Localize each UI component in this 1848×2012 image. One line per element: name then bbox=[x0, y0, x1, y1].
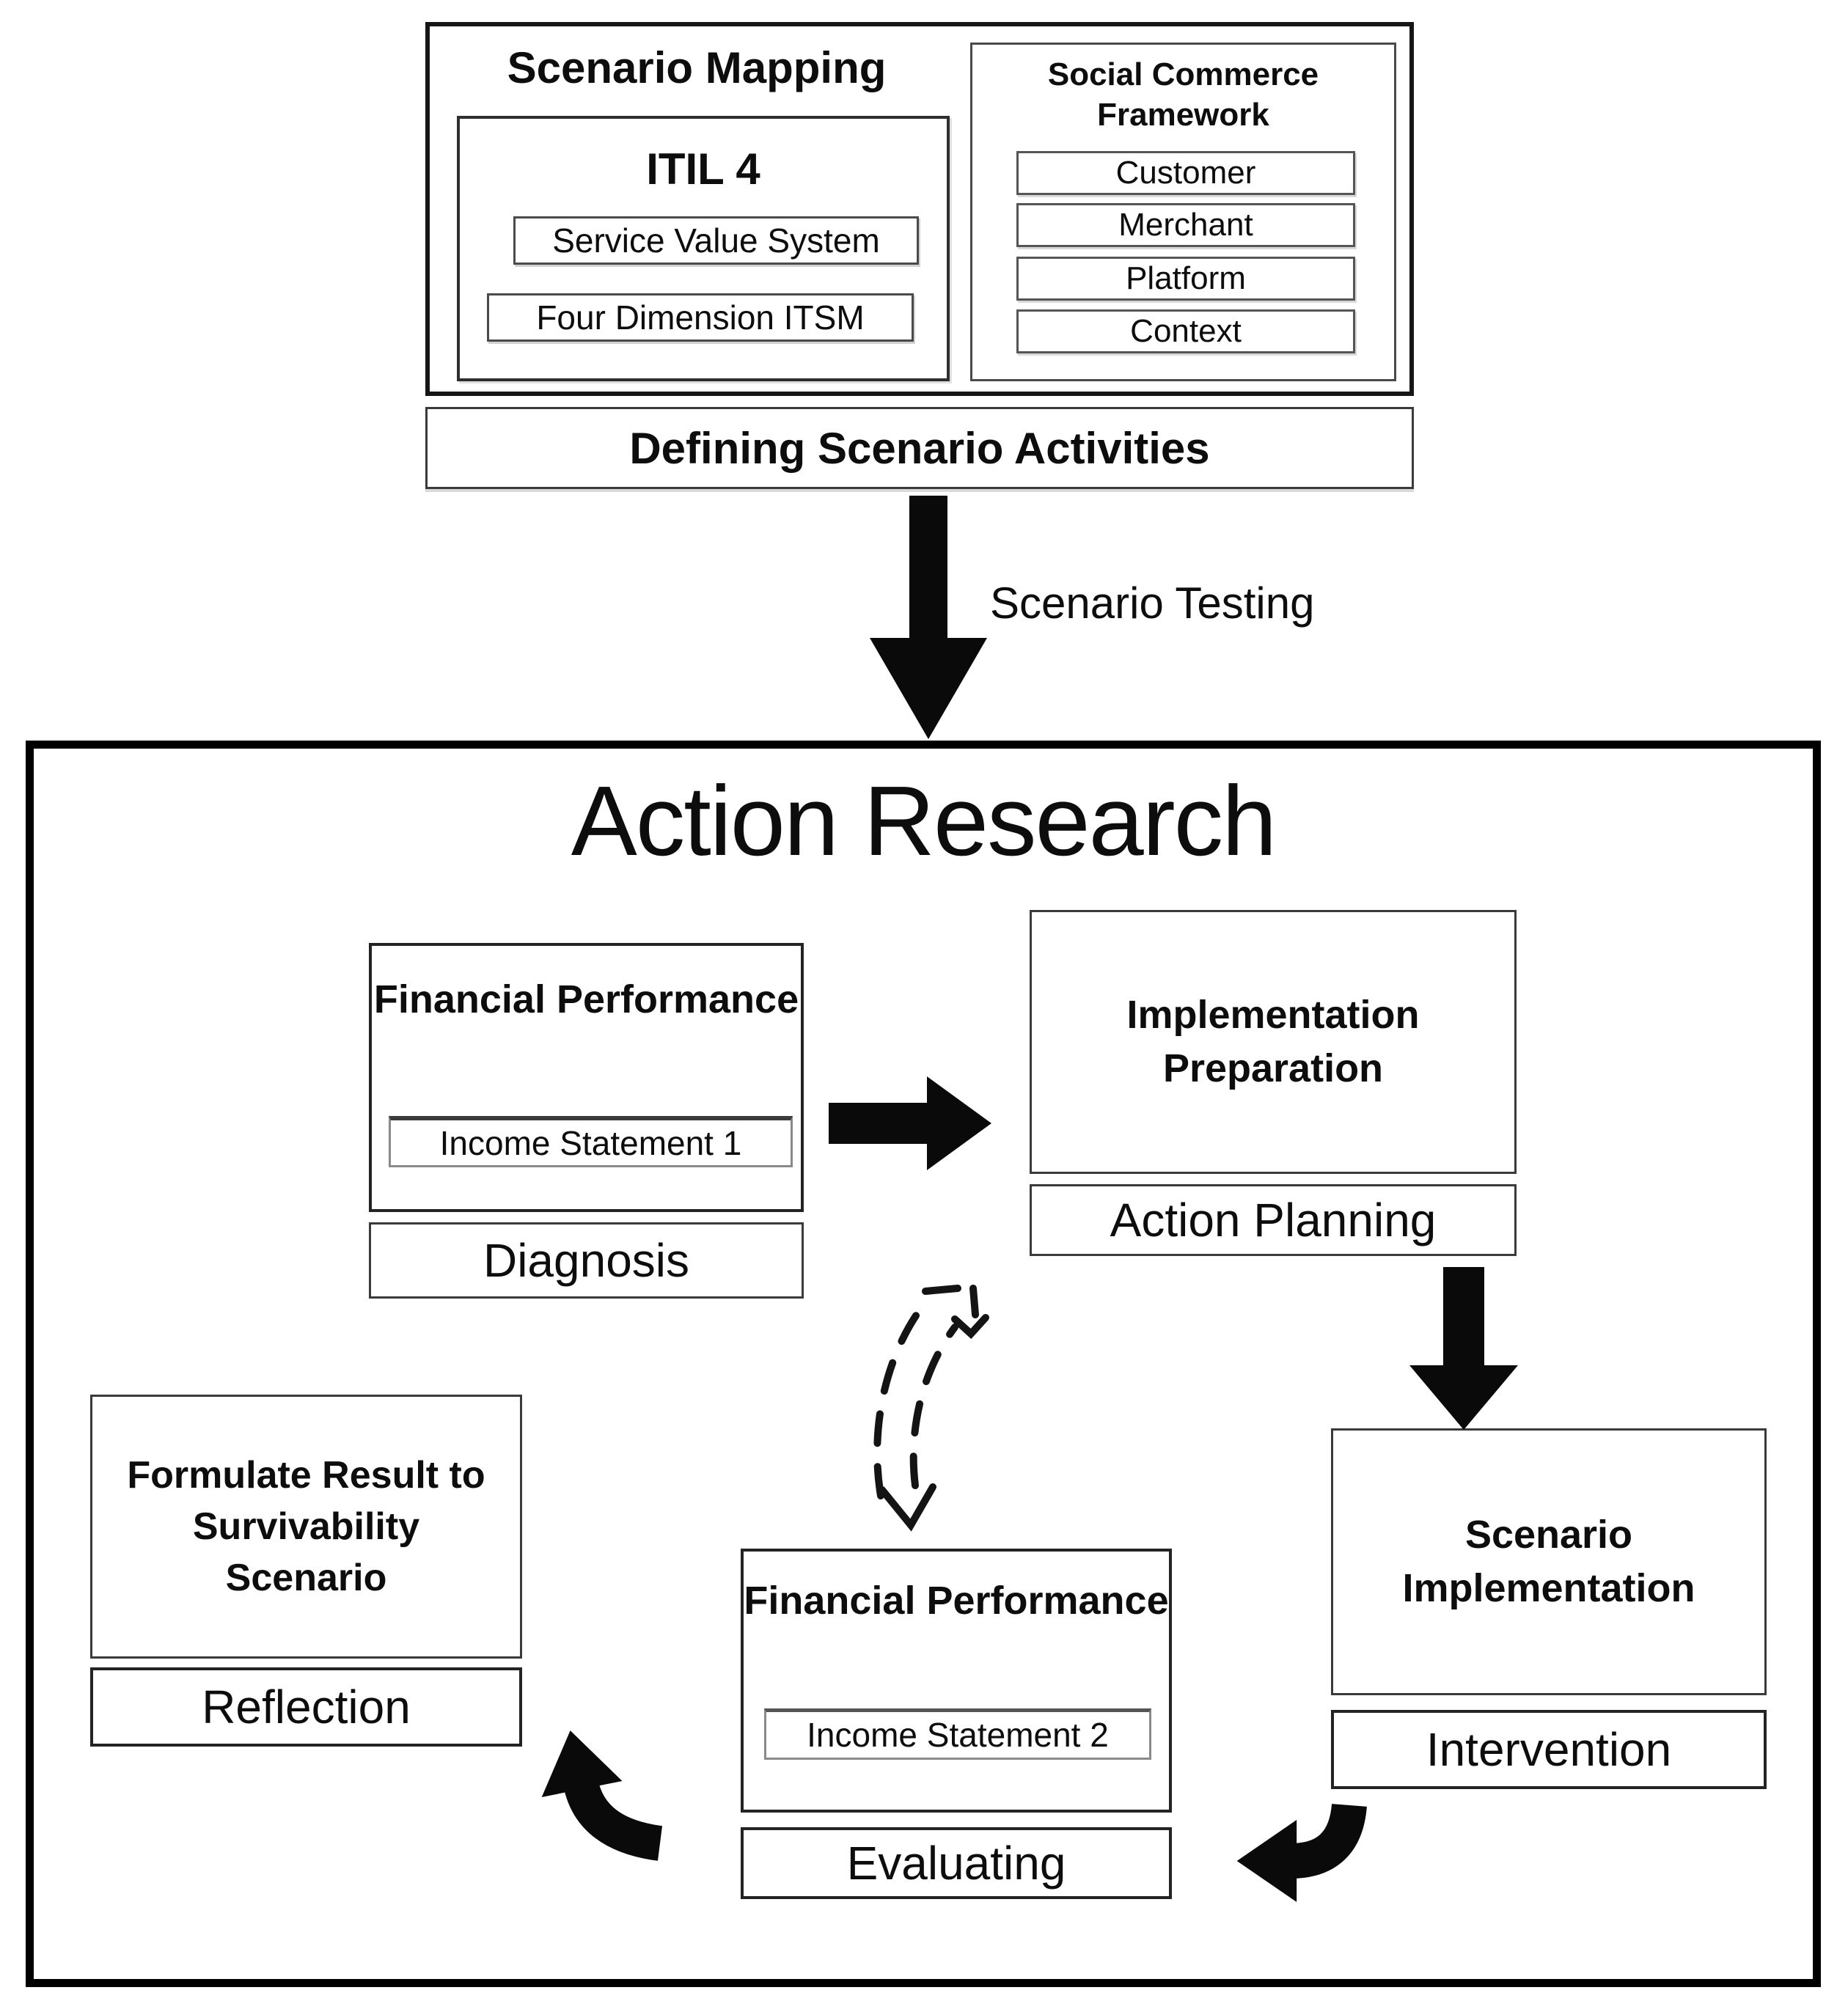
merchant-box: Merchant bbox=[1016, 203, 1355, 247]
action-planning-box: Action Planning bbox=[1030, 1184, 1517, 1256]
context-box: Context bbox=[1016, 309, 1355, 353]
platform-box: Platform bbox=[1016, 257, 1355, 301]
scenario-mapping-title: Scenario Mapping bbox=[507, 43, 887, 92]
scenario-implementation-box bbox=[1331, 1428, 1767, 1695]
diagnosis-box: Diagnosis bbox=[369, 1222, 804, 1299]
financial-performance-1-title: Financial Performance bbox=[373, 977, 799, 1021]
evaluating-box: Evaluating bbox=[741, 1827, 1172, 1899]
formulate-result-title: Formulate Result to Survivability Scenar… bbox=[90, 1395, 522, 1659]
financial-performance-2-box bbox=[741, 1549, 1172, 1813]
defining-scenario-activities-bar: Defining Scenario Activities bbox=[425, 407, 1414, 489]
income-statement-1-box: Income Statement 1 bbox=[389, 1116, 793, 1167]
intervention-box: Intervention bbox=[1331, 1710, 1767, 1789]
service-value-system-box: Service Value System bbox=[513, 216, 919, 265]
reflection-box: Reflection bbox=[90, 1667, 522, 1747]
action-research-title: Action Research bbox=[571, 765, 1277, 876]
formulate-result-title-text: Formulate Result to Survivability Scenar… bbox=[127, 1453, 485, 1600]
financial-performance-2-title: Financial Performance bbox=[744, 1579, 1169, 1623]
four-dimension-itsm-box: Four Dimension ITSM bbox=[487, 293, 914, 342]
formulate-result-box bbox=[90, 1395, 522, 1659]
itil-title: ITIL 4 bbox=[646, 144, 760, 194]
scenario-testing-label: Scenario Testing bbox=[990, 579, 1315, 628]
implementation-preparation-title: Implementation Preparation bbox=[1126, 993, 1420, 1090]
scenario-implementation-title: Scenario Implementation bbox=[1402, 1513, 1695, 1610]
income-statement-2-box: Income Statement 2 bbox=[764, 1708, 1151, 1760]
scenario-testing-arrow bbox=[870, 496, 987, 739]
implementation-preparation-box bbox=[1030, 910, 1517, 1174]
customer-box: Customer bbox=[1016, 151, 1355, 195]
social-commerce-framework-title: Social Commerce Framework bbox=[1047, 56, 1319, 133]
